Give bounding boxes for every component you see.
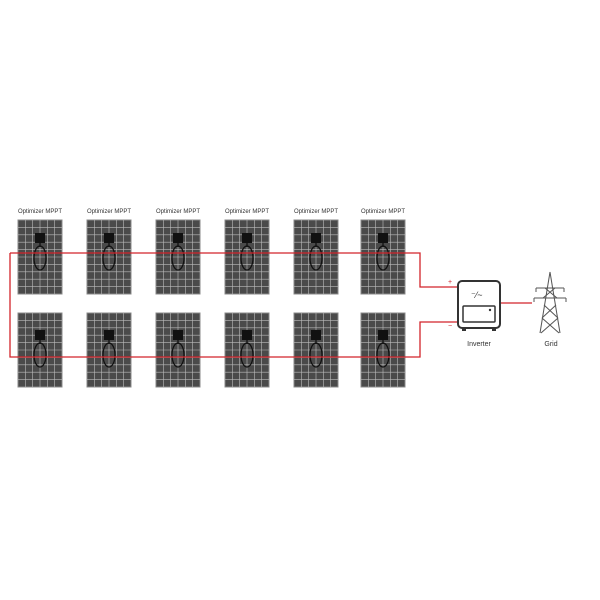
- solar-panel: [17, 219, 63, 295]
- optimizer-icon: [309, 330, 323, 368]
- negative-sign: −: [448, 323, 452, 330]
- positive-sign: +: [448, 279, 452, 286]
- solar-panel: [86, 219, 132, 295]
- optimizer-icon: [102, 330, 116, 368]
- optimizer-icon: [102, 233, 116, 271]
- solar-panel: [17, 312, 63, 388]
- optimizer-icon: [33, 233, 47, 271]
- optimizer-label: Optimizer MPPT: [18, 209, 62, 215]
- solar-panel: [360, 312, 406, 388]
- solar-panel: [293, 312, 339, 388]
- solar-panel: [86, 312, 132, 388]
- solar-panel: [155, 219, 201, 295]
- optimizer-icon: [33, 330, 47, 368]
- solar-panel: [155, 312, 201, 388]
- inverter-label: Inverter: [467, 341, 491, 348]
- positive-wire: [10, 252, 458, 288]
- optimizer-icon: [309, 233, 323, 271]
- optimizer-label: Optimizer MPPT: [225, 209, 269, 215]
- inverter-symbol: ⁻⁄~: [471, 290, 483, 300]
- solar-panel: [224, 219, 270, 295]
- negative-wire: [9, 253, 458, 358]
- optimizer-icon: [240, 330, 254, 368]
- wiring: [9, 252, 532, 358]
- solar-panel: [293, 219, 339, 295]
- grid-label: Grid: [544, 341, 557, 348]
- optimizer-icon: [376, 330, 390, 368]
- solar-panel: [224, 312, 270, 388]
- panels: Optimizer MPPT Optimizer MPPT Optimizer MP…: [17, 209, 406, 388]
- transmission-tower-icon: [533, 271, 567, 334]
- optimizer-label: Optimizer MPPT: [361, 209, 405, 215]
- optimizer-label: Optimizer MPPT: [156, 209, 200, 215]
- optimizer-icon: [171, 233, 185, 271]
- solar-panel: [360, 219, 406, 295]
- optimizer-label: Optimizer MPPT: [87, 209, 131, 215]
- optimizer-icon: [376, 233, 390, 271]
- optimizer-icon: [240, 233, 254, 271]
- optimizer-icon: [171, 330, 185, 368]
- inverter-icon: ⁻⁄~: [457, 280, 501, 331]
- optimizer-label: Optimizer MPPT: [294, 209, 338, 215]
